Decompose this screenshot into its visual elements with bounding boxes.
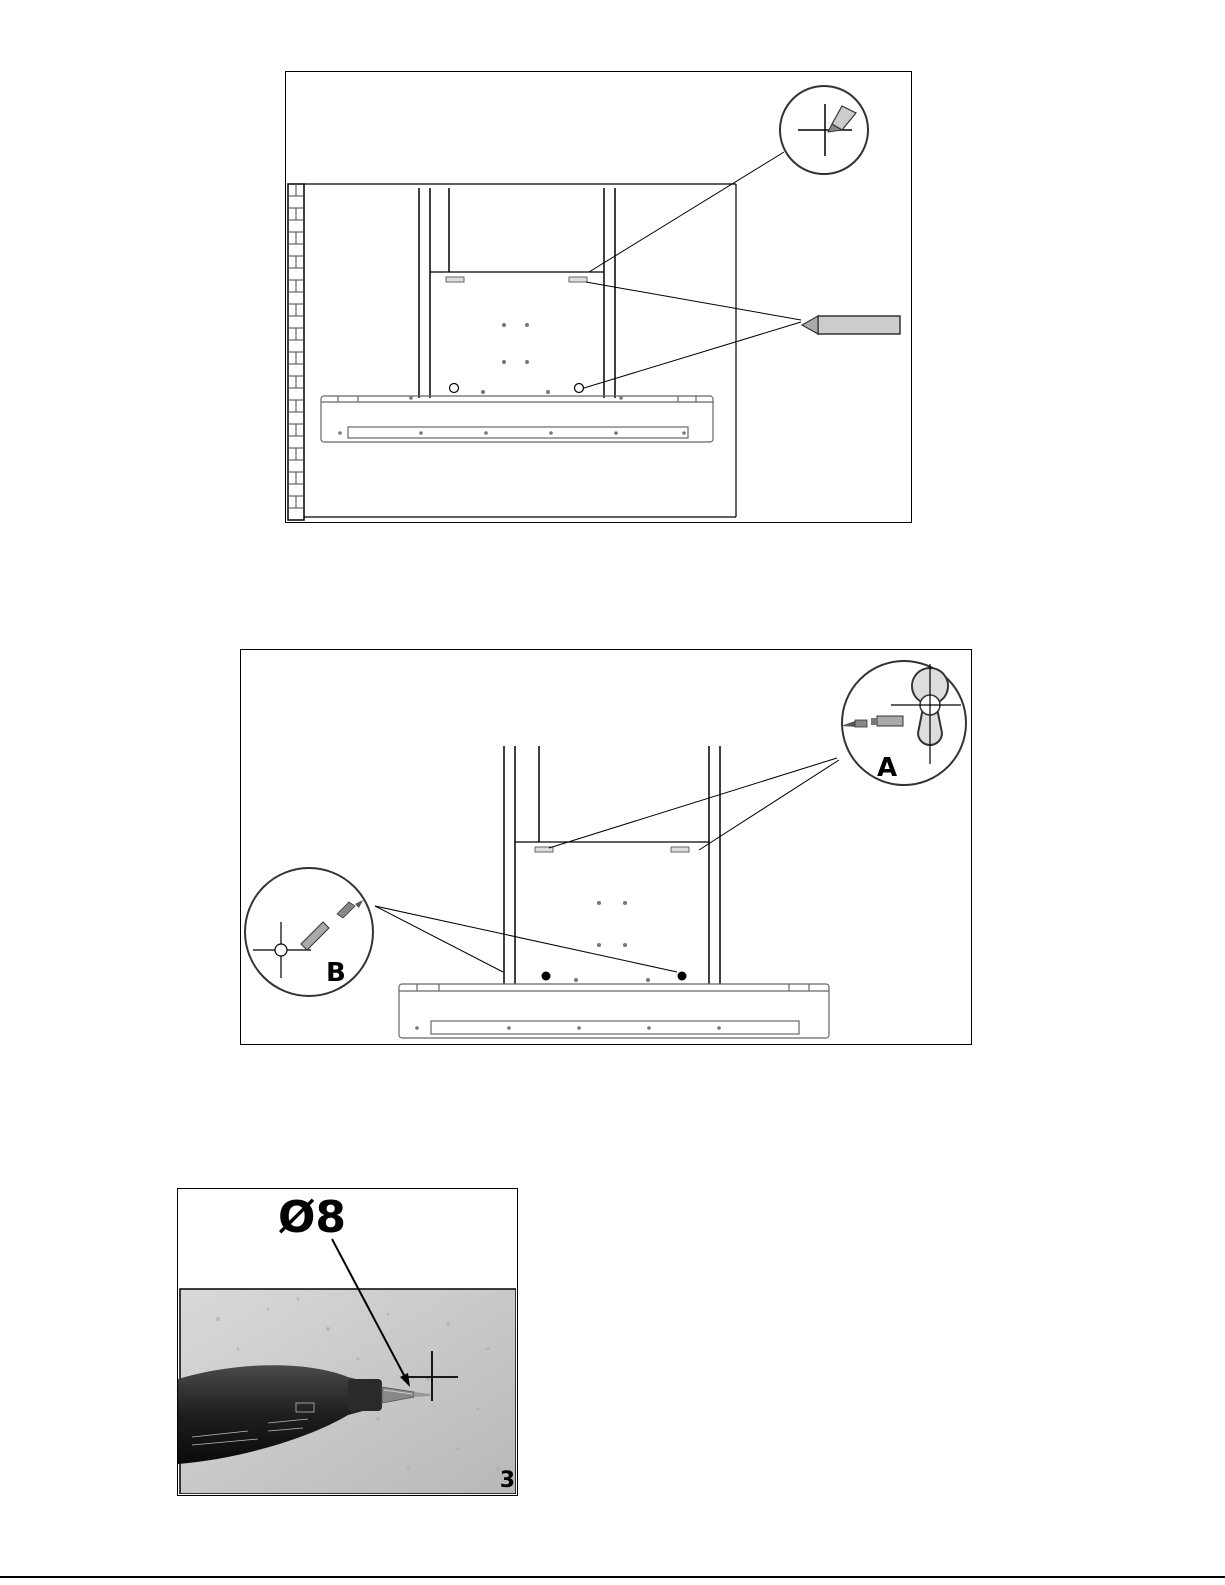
figure-1-drawing: [286, 72, 910, 521]
step-number-badge: 3: [500, 1469, 515, 1493]
leader-lines: [584, 152, 801, 388]
callout-a-label: A: [877, 753, 897, 783]
mounting-plate: [515, 842, 709, 982]
chimney-uprights: [419, 188, 615, 398]
figure-2-panel: A B: [240, 649, 972, 1045]
callout-b-detail: B: [245, 868, 373, 996]
hood-body: [321, 396, 713, 442]
pencil-cross-mark-detail: [780, 86, 868, 174]
drill-hole-left: [450, 384, 459, 393]
plug-hole-left: [542, 972, 551, 981]
mounting-plate: [430, 272, 604, 394]
drill-hole-right: [575, 384, 584, 393]
leader-lines: [375, 758, 839, 972]
callout-b-label: B: [326, 958, 346, 988]
drill-diameter-label: Ø8: [278, 1193, 346, 1243]
page-bottom-rule: [0, 1576, 1225, 1578]
plug-hole-right: [678, 972, 687, 981]
marker-pen-icon: [802, 316, 900, 334]
figure-3-drawing: [178, 1189, 516, 1494]
figure-1-panel: [285, 71, 912, 523]
callout-a-detail: A: [841, 661, 966, 785]
figure-3-panel: Ø8 3: [177, 1188, 518, 1496]
wall-edge: [288, 184, 304, 520]
figure-2-drawing: A B: [241, 650, 970, 1043]
hood-body: [399, 984, 829, 1038]
chimney-uprights: [504, 746, 720, 984]
